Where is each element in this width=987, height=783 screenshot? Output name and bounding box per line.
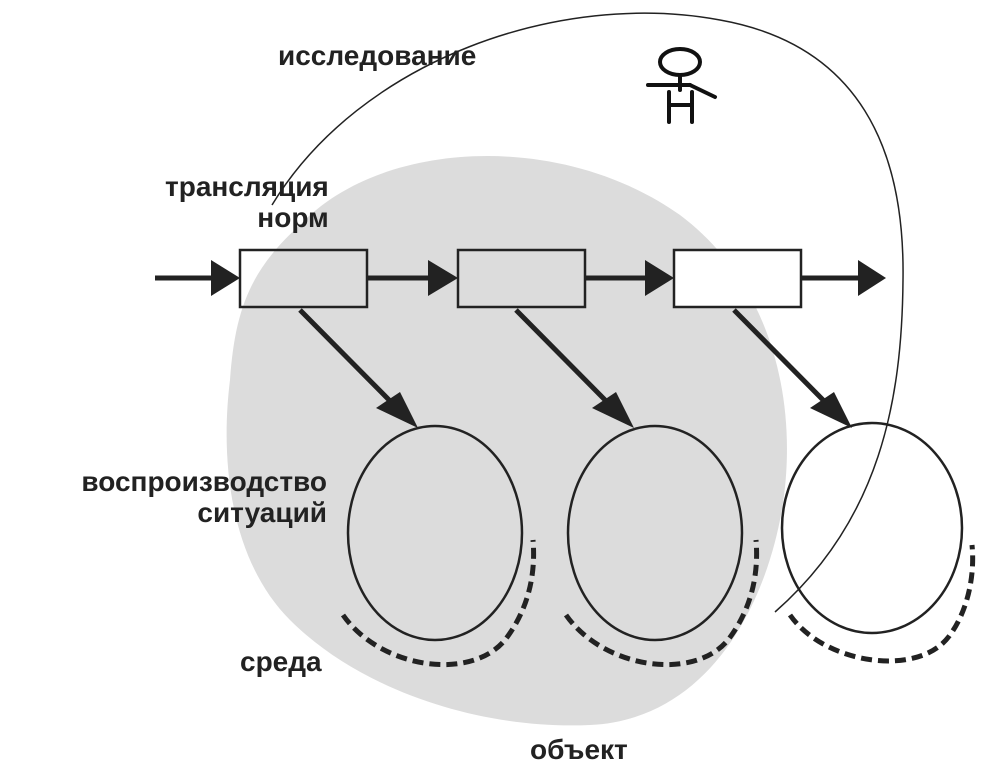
flow-arrowhead-in bbox=[211, 260, 240, 296]
reproduction-arrowhead-3 bbox=[810, 392, 852, 428]
environment-label: среда bbox=[240, 646, 322, 677]
flow-arrowhead-1-2 bbox=[428, 260, 458, 296]
situation-reproduction-label: воспроизводство ситуаций bbox=[81, 466, 327, 528]
environment-arc-1 bbox=[340, 539, 537, 668]
norm-box-1 bbox=[238, 248, 369, 309]
reproduction-arrow-3 bbox=[732, 308, 832, 409]
reproduction-arrow-2 bbox=[514, 308, 614, 409]
norm-translation-line-1: трансляция bbox=[165, 171, 329, 202]
environment-arc-2 bbox=[563, 539, 760, 668]
norm-translation-label: трансляция норм bbox=[165, 171, 329, 233]
situation-reproduction-line-1: воспроизводство bbox=[81, 466, 327, 497]
situation-circle-2 bbox=[566, 424, 744, 642]
object-region bbox=[226, 156, 787, 726]
situation-circle-3 bbox=[780, 421, 964, 635]
reproduction-arrow-1 bbox=[298, 308, 398, 409]
object-label: объект bbox=[530, 734, 628, 765]
environment-arc-3 bbox=[787, 544, 976, 664]
researcher-icon bbox=[646, 47, 717, 124]
situation-reproduction-line-2: ситуаций bbox=[197, 497, 327, 528]
reproduction-arrowhead-2 bbox=[592, 392, 634, 428]
reproduction-arrowhead-1 bbox=[376, 392, 418, 428]
norm-box-3 bbox=[672, 248, 803, 309]
research-label: исследование bbox=[278, 40, 477, 71]
norm-box-2 bbox=[456, 248, 587, 309]
flow-arrowhead-out bbox=[858, 260, 886, 296]
research-curve bbox=[271, 12, 904, 613]
situation-circle-1 bbox=[346, 424, 524, 642]
norm-translation-line-2: норм bbox=[257, 202, 329, 233]
flow-arrowhead-2-3 bbox=[645, 260, 674, 296]
